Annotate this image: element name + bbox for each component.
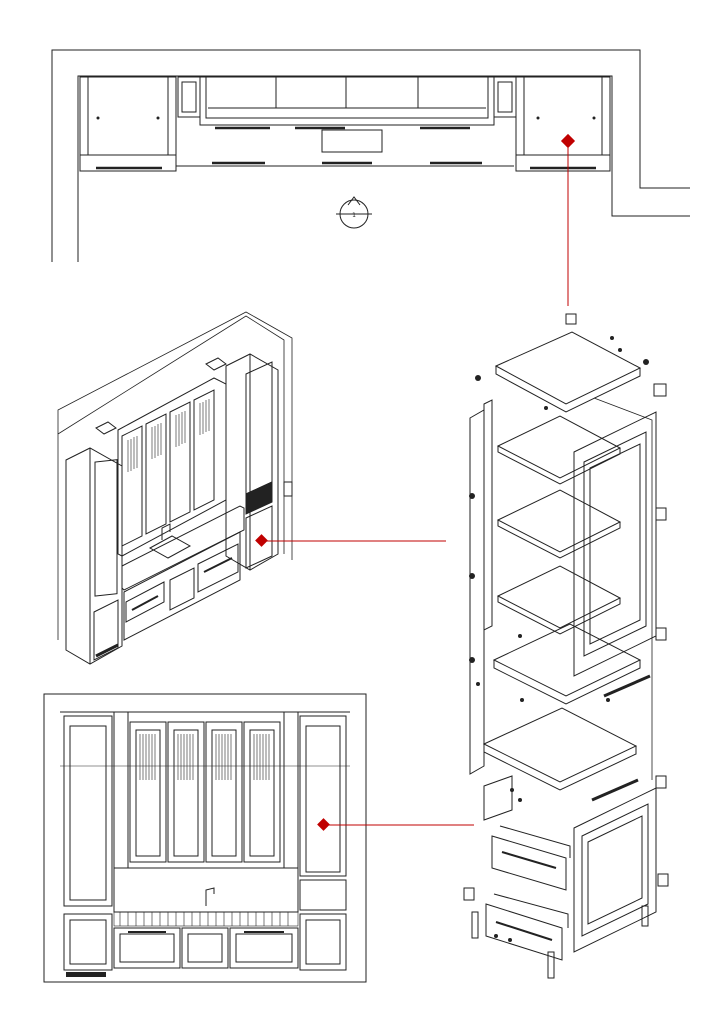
isometric-view: [57, 311, 293, 665]
front-elevation-view: [43, 693, 367, 983]
plan-inner-wall: [77, 75, 690, 262]
plan-position-label: 1: [352, 212, 356, 219]
elevation-slats: [113, 911, 299, 927]
iso-sink: [148, 535, 192, 559]
exploded-side-panel: [469, 409, 485, 775]
plan-highlight-marker: [560, 133, 576, 149]
elevation-glass-doors: [129, 721, 281, 863]
leader-lines: [262, 141, 569, 826]
iso-base-cabinets: [123, 531, 241, 641]
exploded-shelves: [482, 415, 642, 791]
iso-glass-doors: [121, 389, 215, 547]
plan-view: 1: [51, 49, 690, 262]
exploded-view: [463, 313, 669, 979]
elevation-left-tall-cabinet: [63, 715, 113, 907]
exploded-hinges: [463, 313, 669, 901]
elevation-right-tall-cabinet: [299, 715, 347, 877]
exploded-legs: [471, 905, 649, 979]
exploded-drawers: [483, 775, 571, 961]
exploded-door: [573, 411, 657, 677]
iso-faucet: [161, 523, 171, 540]
plan-outer-wall: [51, 49, 690, 262]
elevation-frame: [43, 693, 367, 983]
plan-sink: [321, 129, 383, 153]
exploded-top-panel: [494, 331, 642, 405]
plan-right-tall-cabinet: [515, 76, 611, 172]
iso-countertop: [121, 505, 245, 591]
iso-right-tall-cabinet: [225, 353, 279, 571]
plan-left-tall-cabinet: [79, 76, 177, 172]
exploded-lower-door: [573, 787, 657, 953]
exploded-fasteners: [469, 336, 649, 942]
elevation-faucet: [205, 887, 215, 906]
elevation-base-drawers: [113, 927, 299, 969]
